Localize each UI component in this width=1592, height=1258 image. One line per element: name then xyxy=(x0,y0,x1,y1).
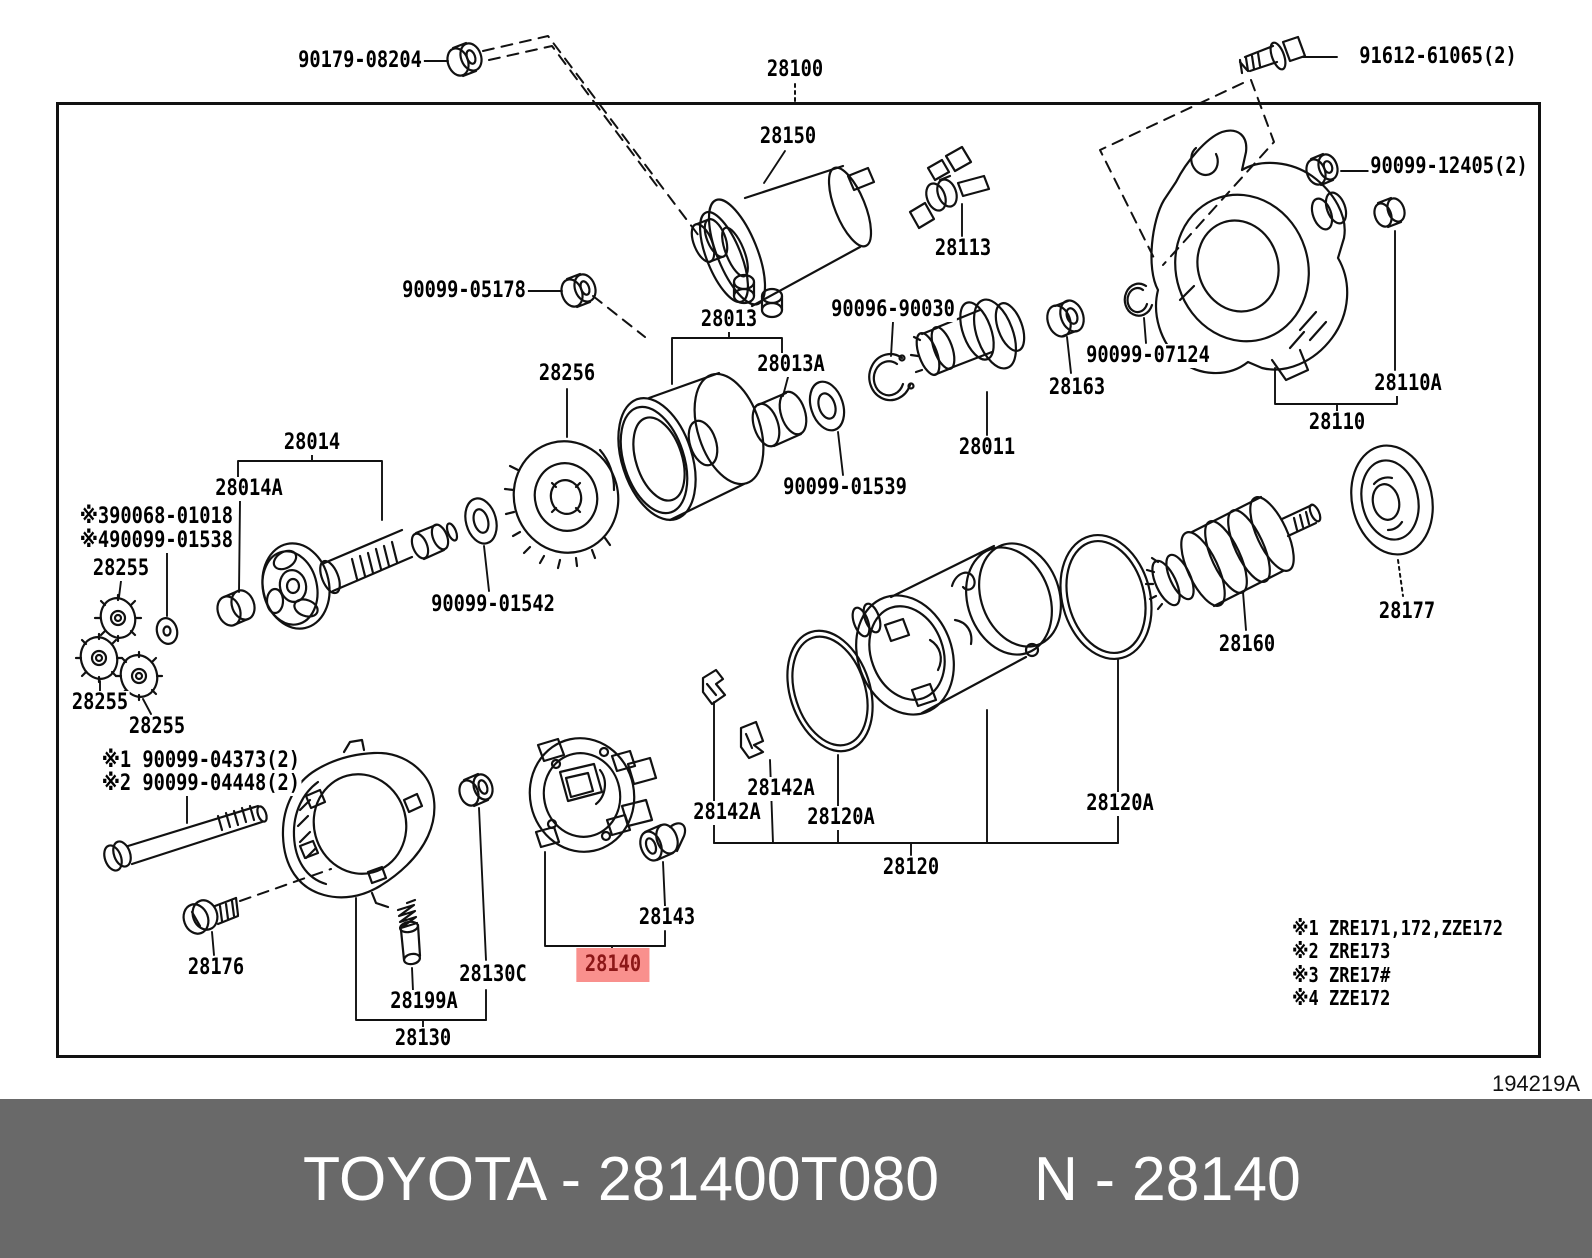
drawing-bushing-28013a xyxy=(751,390,808,448)
part-label-28142a-1: 28142A xyxy=(745,776,817,801)
dotted-ticks xyxy=(794,83,1404,597)
part-label-90099-01538: ※490099-01538 xyxy=(78,528,235,553)
drawing-carrier-28014 xyxy=(261,522,459,630)
drawing-gears-28255 xyxy=(74,593,164,702)
part-label-28014a: 28014A xyxy=(213,476,285,501)
part-label-28120a-1: 28120A xyxy=(805,805,877,830)
part-label-90179-08204: 90179-08204 xyxy=(296,48,424,73)
part-label-28177: 28177 xyxy=(1377,599,1437,624)
part-label-28110a: 28110A xyxy=(1372,371,1444,396)
drawing-spring-28199a xyxy=(396,898,422,966)
part-label-90096-90030: 90096-90030 xyxy=(829,297,957,322)
part-label-28011: 28011 xyxy=(957,435,1017,460)
drawing-snapring-07124 xyxy=(1123,282,1154,317)
drawing-roller-28143 xyxy=(639,822,687,862)
drawing-snapring-90096 xyxy=(868,353,915,402)
drawing-pinion-28011 xyxy=(909,298,1026,377)
part-label-28163: 28163 xyxy=(1047,375,1107,400)
part-label-28113: 28113 xyxy=(933,236,993,261)
drawing-nut-90179 xyxy=(446,41,483,78)
part-label-90068-01018: ※390068-01018 xyxy=(78,504,235,529)
part-label-28130: 28130 xyxy=(393,1026,453,1051)
drawing-nut-05178 xyxy=(560,272,597,309)
drawing-contact-28113 xyxy=(908,145,991,230)
part-label-28014: 28014 xyxy=(282,430,342,455)
part-label-28199a: 28199A xyxy=(388,989,460,1014)
drawing-gear-28256 xyxy=(503,440,620,570)
note-line-1: ※1 ZRE171,172,ZZE172 xyxy=(1292,916,1503,940)
part-label-28176: 28176 xyxy=(186,955,246,980)
footer-banner: TOYOTA - 281400T080 N - 28140 xyxy=(0,1099,1592,1258)
drawing-drum-28013 xyxy=(617,371,765,522)
drawing-nut-12405 xyxy=(1305,152,1339,187)
part-label-90099-01542: 90099-01542 xyxy=(429,592,557,617)
part-label-28255-1: 28255 xyxy=(91,556,151,581)
part-label-28150: 28150 xyxy=(758,124,818,149)
note-line-3: ※3 ZRE17# xyxy=(1292,963,1391,987)
part-label-91612-61065: 91612-61065(2) xyxy=(1357,44,1519,69)
note-line-2: ※2 ZRE173 xyxy=(1292,939,1391,963)
part-label-28255-2: 28255 xyxy=(70,690,130,715)
part-label-90099-05178: 90099-05178 xyxy=(400,278,528,303)
diagram-border xyxy=(56,102,1541,1058)
drawing-brushholder-28140 xyxy=(528,737,658,853)
note-line-4: ※4 ZZE172 xyxy=(1292,986,1391,1010)
part-label-28013: 28013 xyxy=(699,307,759,332)
figure-number: 194219A xyxy=(1491,1071,1581,1096)
drawing-plate-28177 xyxy=(1350,444,1434,556)
part-label-28256: 28256 xyxy=(537,361,597,386)
drawing-bushing-28110a xyxy=(1373,196,1406,229)
footer-brand-part-number: TOYOTA - 281400T080 xyxy=(303,1145,940,1214)
part-label-28120a-2: 28120A xyxy=(1084,791,1156,816)
drawing-yoke-28120 xyxy=(851,542,1062,716)
part-label-28100: 28100 xyxy=(765,57,825,82)
part-label-90099-12405: 90099-12405(2) xyxy=(1368,154,1530,179)
drawing-armature-28160 xyxy=(1144,495,1322,611)
part-label-28110: 28110 xyxy=(1307,410,1367,435)
drawing-bolt-91612 xyxy=(1238,35,1307,75)
drawing-washer-01539 xyxy=(808,380,846,432)
drawing-washer-01542 xyxy=(464,497,498,545)
drawing-bushing-28014a xyxy=(216,589,256,627)
drawing-oring-left-28120a xyxy=(786,629,874,753)
drawing-housing-28110 xyxy=(1150,129,1349,382)
assembly-dashed-lines xyxy=(239,35,1275,902)
drawing-screw-28176 xyxy=(182,896,240,935)
leader-lines xyxy=(99,56,1398,1029)
drawing-solenoid-28150 xyxy=(690,164,876,319)
drawing-oring-right-28120a xyxy=(1059,533,1153,661)
part-label-28255-3: 28255 xyxy=(127,714,187,739)
drawing-washer-01538 xyxy=(155,617,179,645)
part-label-28013a: 28013A xyxy=(755,352,827,377)
drawing-grommet-28130c xyxy=(458,772,494,808)
part-label-90099-04448: ※2 90099-04448(2) xyxy=(100,771,302,796)
part-label-90099-07124: 90099-07124 xyxy=(1084,343,1212,368)
part-label-28120: 28120 xyxy=(881,855,941,880)
part-label-90099-01539: 90099-01539 xyxy=(781,475,909,500)
part-label-28142a-2: 28142A xyxy=(691,800,763,825)
drawing-bearing-28163 xyxy=(1046,299,1085,338)
part-label-28160: 28160 xyxy=(1217,632,1277,657)
drawing-through-bolt xyxy=(103,804,268,872)
footer-base-number: N - 28140 xyxy=(1034,1145,1301,1214)
part-label-28140-highlighted: 28140 xyxy=(576,948,650,982)
drawing-clips-28142a xyxy=(701,668,765,760)
part-label-28130c: 28130C xyxy=(457,962,529,987)
drawing-cover-28130 xyxy=(281,738,436,909)
part-label-90099-04373: ※1 90099-04373(2) xyxy=(100,748,302,773)
part-label-28143: 28143 xyxy=(637,905,697,930)
